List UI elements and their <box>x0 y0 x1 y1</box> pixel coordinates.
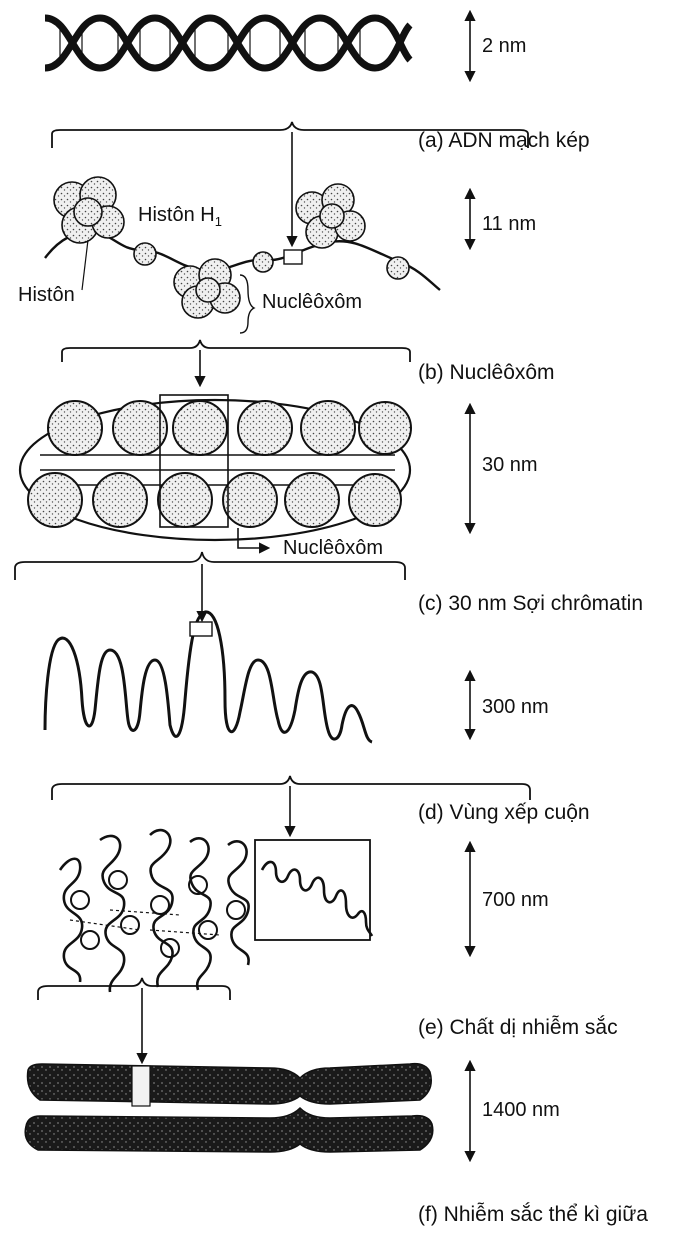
stage-label-e: (e) Chất dị nhiễm sắc <box>418 1017 618 1038</box>
stage-label-d: (d) Vùng xếp cuộn <box>418 802 590 823</box>
dna-double-helix <box>45 18 410 68</box>
stage-label-f: (f) Nhiễm sắc thể kì giữa <box>418 1204 648 1225</box>
metaphase-chromosome <box>25 1064 433 1152</box>
nucleosome-brace <box>240 275 254 333</box>
solenoid-fiber <box>20 400 411 540</box>
histone-h1-subscript: 1 <box>215 214 222 229</box>
stage-label-b: (b) Nuclêôxôm <box>418 362 555 383</box>
size-label-11nm: 11 nm <box>482 214 536 234</box>
size-label-30nm: 30 nm <box>482 455 538 475</box>
nucleosome-highlight-box <box>284 250 302 264</box>
nucleosome-label-b: Nuclêôxôm <box>262 292 362 312</box>
nucleosome-bead <box>54 177 124 243</box>
nucleosome-bead <box>174 259 240 318</box>
nucleosome-label-c: Nuclêôxôm <box>283 538 383 558</box>
nucleosome-bead <box>296 184 365 248</box>
histone-h1-text: Histôn H <box>138 204 215 226</box>
histone-label: Histôn <box>18 285 75 305</box>
stage-label-a: (a) ADN mạch kép <box>418 130 590 151</box>
fiber-highlight-box <box>190 622 212 636</box>
size-label-700nm: 700 nm <box>482 890 549 910</box>
stage-label-c: (c) 30 nm Sợi chrômatin <box>418 593 643 614</box>
size-label-2nm: 2 nm <box>482 36 526 56</box>
size-label-1400nm: 1400 nm <box>482 1100 560 1120</box>
bracket-e <box>38 978 230 1000</box>
size-label-300nm: 300 nm <box>482 697 549 717</box>
zoom-inset-box <box>255 840 370 940</box>
histone-h1-label: Histôn H1 <box>138 205 222 228</box>
chromosome-highlight-box <box>132 1066 150 1106</box>
bracket-d <box>52 776 530 800</box>
histone-pointer <box>82 240 88 290</box>
nucleosome-fiber <box>45 232 440 290</box>
bracket-b <box>62 340 410 362</box>
